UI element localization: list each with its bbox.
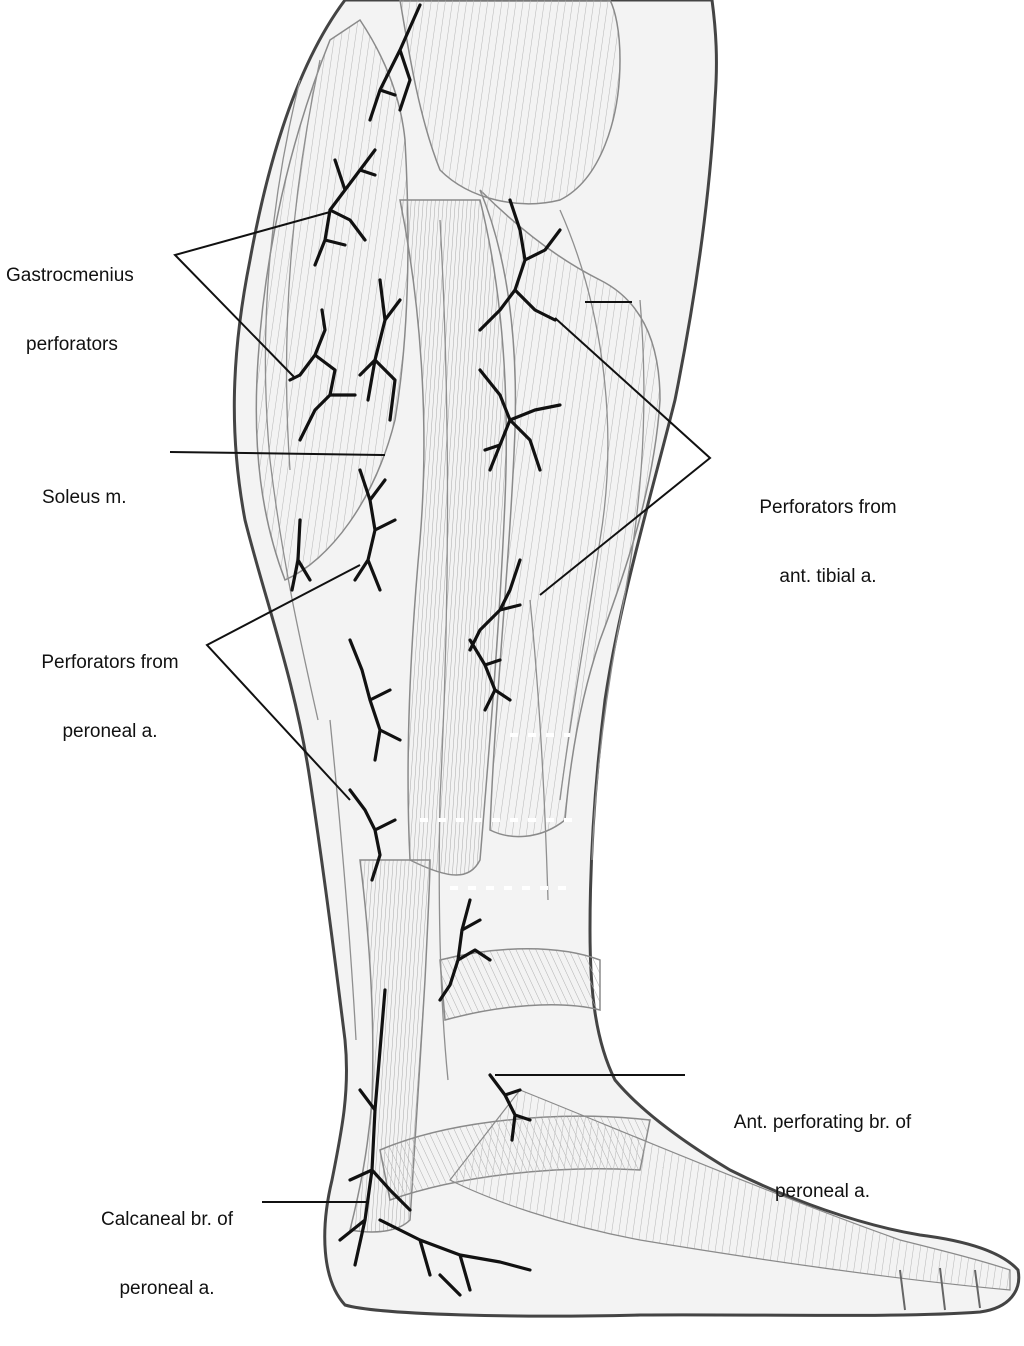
ant-tibial-leader	[539, 317, 712, 596]
label-soleus: Soleus m.	[42, 440, 126, 555]
soleus-leader	[169, 451, 386, 456]
gastrocnemius-muscle	[255, 18, 409, 582]
label-peroneal-line1: Perforators from	[41, 652, 179, 673]
vessels	[288, 3, 562, 1297]
label-ant-perforating-branch: Ant. perforating br. of peroneal a.	[690, 1065, 955, 1249]
extensor-retinaculum	[439, 948, 601, 1021]
label-peroneal-perforators: Perforators from peroneal a.	[20, 605, 200, 789]
gastrocnemius-leader	[173, 211, 331, 379]
toes	[899, 1267, 981, 1311]
knee-region	[399, 0, 621, 205]
label-gastrocnemius-line2: perforators	[26, 334, 118, 355]
foot-tendons	[449, 1089, 1011, 1291]
label-gastrocnemius-line1: Gastrocmenius	[6, 265, 134, 286]
incision-markers	[420, 733, 580, 890]
peroneal-leader	[205, 564, 361, 801]
label-ant-tibial-perforators: Perforators from ant. tibial a.	[718, 450, 938, 634]
tibialis-muscle	[479, 189, 661, 838]
label-ant-perforating-line2: peroneal a.	[774, 1181, 871, 1202]
label-ant-perforating-line1: Ant. perforating br. of	[733, 1112, 912, 1133]
muscle-contours	[264, 59, 645, 1081]
label-peroneal-line2: peroneal a.	[62, 721, 158, 742]
label-ant-tibial-line1: Perforators from	[759, 497, 897, 518]
label-calcaneal-line2: peroneal a.	[119, 1278, 215, 1299]
label-gastrocnemius-perforators: Gastrocmenius perforators	[6, 218, 134, 402]
label-soleus-line1: Soleus m.	[42, 487, 127, 508]
label-calcaneal-branch: Calcaneal br. of peroneal a.	[72, 1162, 262, 1346]
leader-lines	[169, 211, 712, 1203]
label-calcaneal-line1: Calcaneal br. of	[100, 1209, 234, 1230]
label-ant-tibial-line2: ant. tibial a.	[779, 566, 877, 587]
